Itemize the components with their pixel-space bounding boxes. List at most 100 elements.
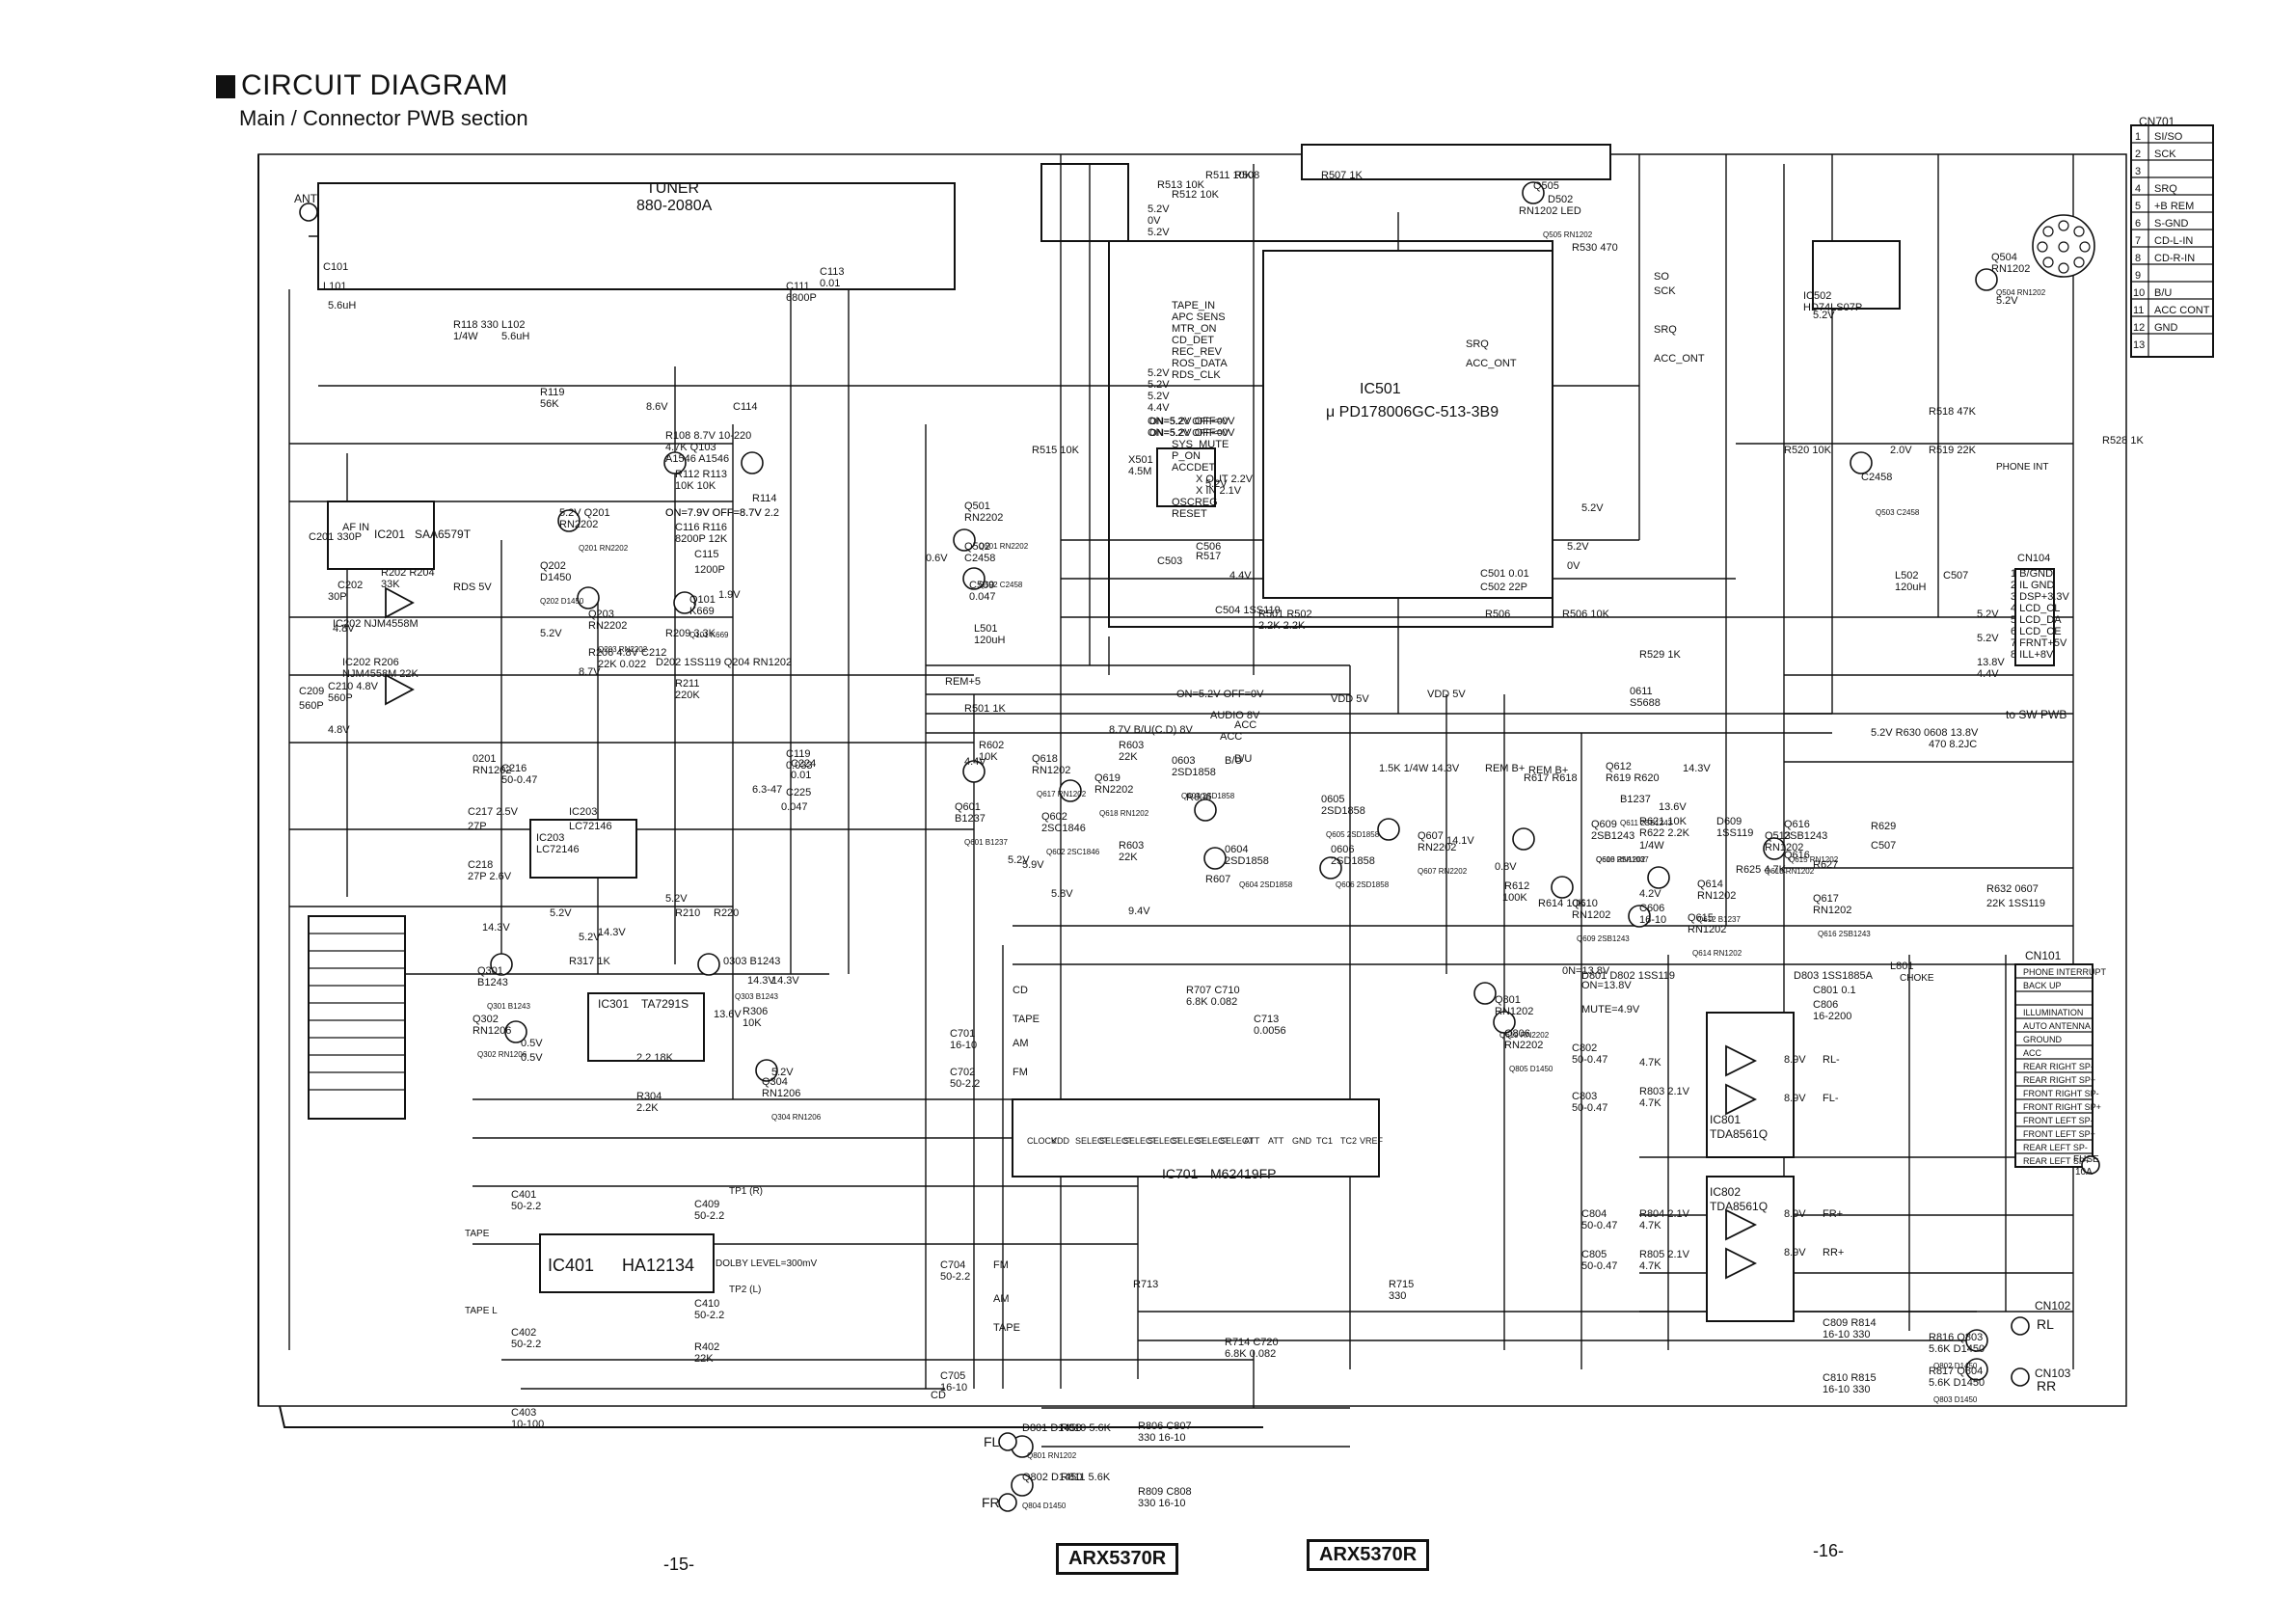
svg-text:6 LCD_CE: 6 LCD_CE [2011, 626, 2062, 637]
svg-text:TAPE_IN: TAPE_IN [1172, 300, 1215, 311]
svg-text:D502: D502 [1548, 194, 1573, 205]
svg-text:Q801: Q801 [1495, 994, 1521, 1006]
transistor-label: Q303 B1243 [735, 992, 778, 1001]
svg-text:ACCDET: ACCDET [1172, 462, 1216, 474]
svg-text:R607: R607 [1205, 874, 1230, 885]
svg-text:330 16-10: 330 16-10 [1138, 1498, 1186, 1509]
svg-text:R517: R517 [1196, 551, 1221, 562]
svg-text:5.2V Q201: 5.2V Q201 [559, 507, 610, 519]
svg-text:0V: 0V [1567, 560, 1580, 572]
ic802-label: IC802 [1710, 1185, 1741, 1199]
svg-text:14.3V: 14.3V [598, 927, 626, 938]
svg-text:1 B/GND: 1 B/GND [2011, 568, 2053, 580]
svg-text:R511 10K: R511 10K [1205, 170, 1253, 181]
cn701-pin-1: SI/SO [2154, 131, 2183, 143]
choke-label: CHOKE [1900, 973, 1934, 984]
svg-text:16-2200: 16-2200 [1813, 1011, 1851, 1022]
cn701-pin-4: SRQ [2154, 183, 2177, 195]
svg-text:5.2V: 5.2V [1996, 295, 2018, 307]
svg-text:5.2V: 5.2V [1148, 203, 1170, 215]
svg-text:C216: C216 [501, 763, 527, 774]
svg-text:5.2V: 5.2V [1205, 478, 1228, 490]
svg-text:R512 10K: R512 10K [1172, 189, 1220, 201]
svg-text:5.2V: 5.2V [1977, 609, 1999, 620]
svg-text:1/4W: 1/4W [1639, 840, 1664, 852]
vdd-5v-label: VDD 5V [1331, 693, 1369, 705]
svg-text:560P: 560P [299, 700, 324, 712]
cn701-grid [2131, 125, 2213, 357]
svg-text:RN2202: RN2202 [964, 512, 1003, 524]
svg-text:B1237: B1237 [1620, 794, 1651, 805]
svg-text:4.7K: 4.7K [1639, 1057, 1661, 1069]
svg-text:D801 D802 1SS119: D801 D802 1SS119 [1581, 970, 1675, 982]
svg-text:Q502: Q502 [964, 541, 990, 553]
wiring-harness-grid [309, 933, 405, 1091]
cn103-label: CN103 [2035, 1367, 2071, 1380]
transistor-label: Q604 2SD1858 [1239, 880, 1293, 889]
svg-text:L101: L101 [323, 281, 346, 292]
svg-text:Q101: Q101 [689, 594, 716, 606]
svg-text:Q301: Q301 [477, 965, 503, 977]
ic701-part: M62419FP [1210, 1166, 1276, 1181]
svg-text:D202 1SS119 Q204 RN1202: D202 1SS119 Q204 RN1202 [656, 657, 792, 668]
svg-text:0611: 0611 [1630, 686, 1653, 697]
svg-text:C2458: C2458 [964, 553, 995, 564]
ic401-label: IC401 [548, 1256, 594, 1275]
svg-text:0.5V: 0.5V [521, 1052, 543, 1064]
transistor-label: Q616 2SB1243 [1818, 930, 1871, 938]
svg-text:Q616: Q616 [1784, 850, 1810, 861]
ic501-label: IC501 [1360, 381, 1401, 397]
svg-text:R202 R204: R202 R204 [381, 567, 435, 579]
on-voltage-label: ON=13.8V [1581, 980, 1632, 991]
svg-text:FM: FM [993, 1259, 1009, 1271]
svg-text:0.5V: 0.5V [521, 1038, 543, 1049]
svg-text:C409: C409 [694, 1199, 719, 1210]
cn101-label: CN101 [2025, 949, 2062, 962]
svg-text:ON=5.2V OFF=0V: ON=5.2V OFF=0V [1148, 416, 1235, 427]
svg-text:C210 4.8V: C210 4.8V [328, 681, 379, 692]
svg-text:1: 1 [2135, 131, 2141, 143]
cn101-pin-14: REAR LEFT SP- [2023, 1143, 2088, 1152]
svg-text:4.8V: 4.8V [328, 724, 350, 736]
svg-text:R806 C807: R806 C807 [1138, 1421, 1192, 1432]
svg-text:R803 2.1V: R803 2.1V [1639, 1086, 1690, 1097]
svg-text:0.047: 0.047 [781, 801, 808, 813]
transistor-label: Q801 RN1202 [1027, 1451, 1077, 1460]
svg-text:CD: CD [931, 1390, 946, 1401]
svg-text:12: 12 [2133, 322, 2145, 334]
svg-text:5.2V: 5.2V [540, 628, 562, 639]
svg-text:3 DSP+3.3V: 3 DSP+3.3V [2011, 591, 2070, 603]
transistor-label: Q101 K669 [689, 631, 729, 639]
svg-text:10: 10 [2133, 287, 2145, 299]
svg-text:RN1202: RN1202 [1495, 1006, 1533, 1017]
transistor-label: Q610 RN1202 [1596, 855, 1646, 864]
svg-text:X501: X501 [1128, 454, 1153, 466]
svg-text:R603: R603 [1119, 840, 1144, 852]
svg-text:50-2.2: 50-2.2 [511, 1339, 541, 1350]
dolby-level-label: DOLBY LEVEL=300mV [716, 1259, 817, 1269]
svg-text:R220: R220 [714, 907, 739, 919]
svg-text:50-2.2: 50-2.2 [940, 1271, 970, 1283]
svg-text:5: 5 [2135, 201, 2141, 212]
svg-text:27P: 27P [468, 821, 487, 832]
ic201-part: SAA6579T [415, 528, 472, 541]
transistor-label: Q602 2SC1846 [1046, 848, 1100, 856]
svg-text:R508: R508 [1234, 170, 1259, 181]
svg-text:IC202 R206: IC202 R206 [342, 657, 399, 668]
svg-text:3: 3 [2135, 166, 2141, 177]
svg-text:C509: C509 [969, 580, 994, 591]
transistor-label: Q618 RN1202 [1099, 809, 1149, 818]
svg-text:APC SENS: APC SENS [1172, 311, 1226, 323]
svg-text:14.3V: 14.3V [482, 922, 510, 934]
svg-text:L102: L102 [501, 319, 525, 331]
svg-text:R811 5.6K: R811 5.6K [1061, 1472, 1111, 1483]
rr-label: RR [2037, 1378, 2056, 1394]
svg-text:RN2202: RN2202 [1418, 842, 1456, 853]
svg-text:7: 7 [2135, 235, 2141, 247]
svg-text:R402: R402 [694, 1341, 719, 1353]
transistor-label: Q617 RN1202 [1037, 790, 1087, 798]
cn101-pin-13: FRONT LEFT SP+ [2023, 1129, 2095, 1139]
svg-text:11: 11 [2133, 305, 2144, 316]
svg-text:5.9V: 5.9V [1022, 859, 1044, 871]
svg-text:RN2202: RN2202 [1504, 1040, 1543, 1051]
